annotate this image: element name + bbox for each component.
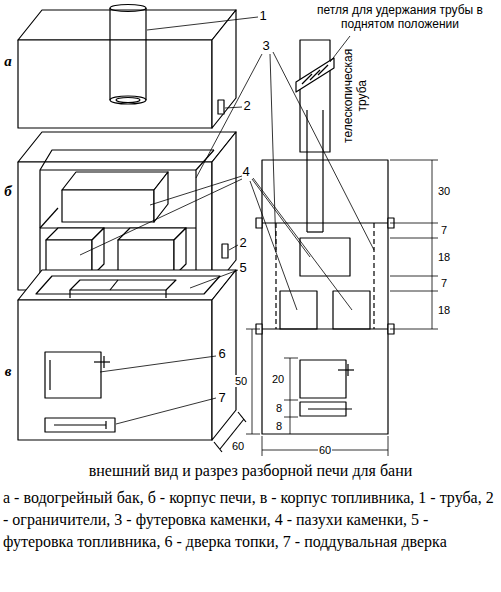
stove-body: [18, 132, 236, 290]
callout-number: 5: [239, 261, 246, 276]
part-letter: а: [4, 53, 12, 70]
part-letter: б: [4, 183, 12, 200]
dimension: 60: [231, 440, 245, 453]
callout-number: 7: [218, 391, 225, 406]
callout-number: 2: [243, 99, 250, 114]
dimension: 8: [275, 402, 283, 415]
callout-number: 2: [239, 236, 246, 251]
dimension: 8: [275, 420, 283, 433]
callout-number: 4: [242, 165, 249, 180]
callout-number: 6: [218, 347, 225, 362]
dimension: 18: [437, 251, 451, 264]
dimension: 7: [440, 224, 448, 237]
dimension: 30: [437, 185, 451, 198]
caption: внешний вид и разрез разборной печи для …: [0, 462, 501, 480]
part-letter: в: [5, 363, 12, 380]
dimension: 18: [437, 304, 451, 317]
dimension: 7: [440, 277, 448, 290]
pipe-label: телескопическая труба: [342, 37, 370, 155]
note-text: петля для удержания трубы в поднятом пол…: [302, 4, 498, 32]
dimension: 50: [234, 375, 248, 388]
dimension: 20: [271, 373, 285, 386]
dimension: 60: [318, 444, 332, 457]
legend-text: а - водогрейный бак, б - корпус печи, в …: [3, 487, 498, 553]
callout-number: 3: [262, 39, 269, 54]
firebox-body: [18, 270, 246, 452]
leader-lines: [80, 17, 374, 424]
callout-number: 1: [259, 9, 266, 24]
